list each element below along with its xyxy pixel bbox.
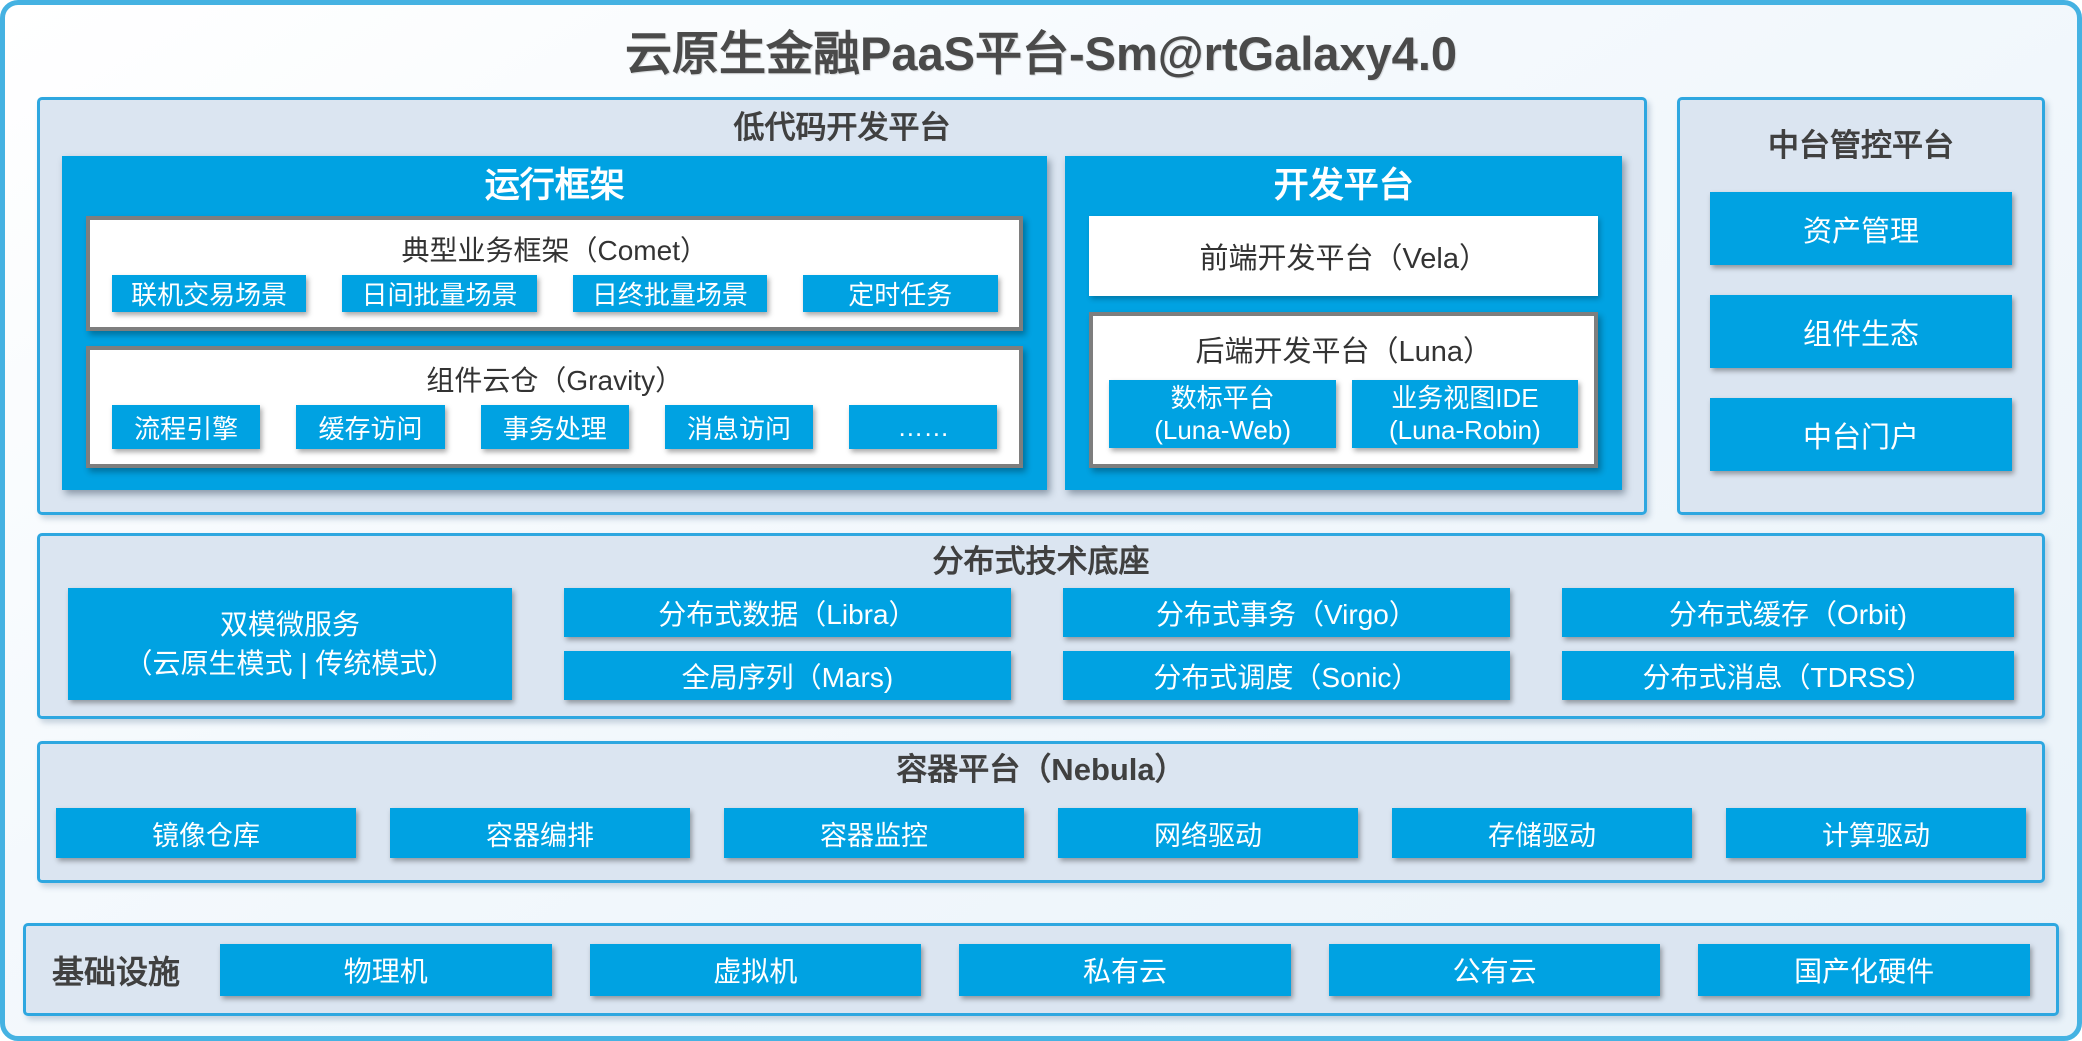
luna-item-line2: (Luna-Robin) — [1389, 415, 1541, 445]
container-item: 容器编排 — [390, 808, 690, 858]
infrastructure-label: 基础设施 — [52, 953, 181, 990]
gravity-item: …… — [849, 405, 998, 449]
infra-item: 私有云 — [959, 943, 1291, 996]
gravity-item: 流程引擎 — [112, 405, 261, 449]
infra-item: 虚拟机 — [589, 943, 922, 996]
distributed-base-panel: 分布式技术底座 双模微服务 （云原生模式 | 传统模式） 分布式数据（Libra… — [37, 533, 2045, 719]
container-item: 存储驱动 — [1392, 808, 1692, 858]
gravity-warehouse-box: 组件云仓（Gravity） 流程引擎 缓存访问 事务处理 消息访问 …… — [86, 346, 1024, 468]
dist-item: 分布式调度（Sonic） — [1062, 651, 1510, 700]
infrastructure-panel: 基础设施 物理机 虚拟机 私有云 公有云 国产化硬件 — [23, 923, 2059, 1016]
middle-control-header: 中台管控平台 — [1768, 128, 1954, 163]
lowcode-platform-body: 运行框架 典型业务框架（Comet） 联机交易场景 日间批量场景 日终批量场景 … — [62, 156, 1622, 490]
dist-item: 分布式数据（Libra） — [563, 588, 1011, 637]
dual-mode-line1: 双模微服务 — [219, 608, 360, 640]
infrastructure-items-row: 物理机 虚拟机 私有云 公有云 国产化硬件 — [220, 943, 2030, 996]
middle-control-panel: 中台管控平台 资产管理 组件生态 中台门户 — [1677, 97, 2045, 515]
luna-item-line1: 业务视图IDE — [1391, 382, 1539, 413]
container-items-row: 镜像仓库 容器编排 容器监控 网络驱动 存储驱动 计算驱动 — [56, 808, 2026, 858]
comet-framework-title: 典型业务框架（Comet） — [401, 235, 708, 266]
container-item: 镜像仓库 — [56, 808, 356, 858]
luna-item: 业务视图IDE (Luna-Robin) — [1351, 380, 1579, 448]
middle-item: 资产管理 — [1710, 192, 2012, 265]
luna-item-line2: (Luna-Web) — [1154, 415, 1292, 445]
infra-item: 物理机 — [220, 943, 552, 996]
container-item: 网络驱动 — [1058, 808, 1358, 858]
container-platform-header: 容器平台（Nebula） — [896, 752, 1186, 787]
luna-item-line1: 数标平台 — [1170, 382, 1275, 413]
luna-items-row: 数标平台 (Luna-Web) 业务视图IDE (Luna-Robin) — [1093, 380, 1594, 464]
infra-item: 公有云 — [1328, 943, 1661, 996]
lowcode-platform-panel: 低代码开发平台 运行框架 典型业务框架（Comet） 联机交易场景 日间批量场景… — [37, 97, 1647, 515]
luna-item: 数标平台 (Luna-Web) — [1109, 380, 1336, 448]
container-item: 容器监控 — [724, 808, 1024, 858]
dev-platform-panel: 开发平台 前端开发平台（Vela） 后端开发平台（Luna） 数标平台 (Lun… — [1065, 156, 1622, 490]
comet-item: 定时任务 — [803, 275, 998, 312]
comet-items-row: 联机交易场景 日间批量场景 日终批量场景 定时任务 — [90, 275, 1019, 327]
runtime-framework-panel: 运行框架 典型业务框架（Comet） 联机交易场景 日间批量场景 日终批量场景 … — [62, 156, 1048, 490]
gravity-item: 缓存访问 — [296, 405, 445, 449]
distributed-grid: 双模微服务 （云原生模式 | 传统模式） 分布式数据（Libra） 分布式事务（… — [68, 588, 2014, 700]
container-item: 计算驱动 — [1726, 808, 2026, 858]
luna-backend-box: 后端开发平台（Luna） 数标平台 (Luna-Web) 业务视图IDE (Lu… — [1089, 312, 1598, 468]
dev-platform-title: 开发平台 — [1273, 166, 1414, 205]
infra-item: 国产化硬件 — [1698, 943, 2030, 996]
distributed-base-header: 分布式技术底座 — [932, 544, 1150, 579]
dual-mode-line2: （云原生模式 | 传统模式） — [124, 648, 456, 679]
gravity-items-row: 流程引擎 缓存访问 事务处理 消息访问 …… — [90, 405, 1019, 464]
comet-item: 日终批量场景 — [572, 275, 768, 312]
runtime-framework-title: 运行框架 — [484, 166, 625, 205]
comet-item: 日间批量场景 — [342, 275, 537, 312]
dist-item: 分布式事务（Virgo） — [1062, 588, 1510, 637]
middle-item: 中台门户 — [1710, 398, 2012, 471]
lowcode-platform-header: 低代码开发平台 — [733, 110, 951, 145]
dual-mode-microservice-box: 双模微服务 （云原生模式 | 传统模式） — [68, 588, 512, 700]
dist-item: 分布式缓存（Orbit) — [1561, 588, 2014, 637]
page-title: 云原生金融PaaS平台-Sm@rtGalaxy4.0 — [624, 27, 1458, 80]
container-platform-panel: 容器平台（Nebula） 镜像仓库 容器编排 容器监控 网络驱动 存储驱动 计算… — [37, 741, 2045, 883]
top-row: 低代码开发平台 运行框架 典型业务框架（Comet） 联机交易场景 日间批量场景… — [37, 97, 2045, 515]
comet-item: 联机交易场景 — [112, 275, 307, 312]
middle-item: 组件生态 — [1710, 295, 2012, 368]
vela-frontend-box: 前端开发平台（Vela） — [1089, 216, 1598, 296]
gravity-warehouse-title: 组件云仓（Gravity） — [426, 365, 684, 396]
dist-item: 分布式消息（TDRSS） — [1561, 651, 2014, 700]
comet-framework-box: 典型业务框架（Comet） 联机交易场景 日间批量场景 日终批量场景 定时任务 — [86, 216, 1024, 331]
luna-backend-title: 后端开发平台（Luna） — [1195, 336, 1492, 368]
gravity-item: 事务处理 — [480, 405, 629, 449]
dist-item: 全局序列（Mars) — [563, 651, 1011, 700]
gravity-item: 消息访问 — [664, 405, 814, 449]
